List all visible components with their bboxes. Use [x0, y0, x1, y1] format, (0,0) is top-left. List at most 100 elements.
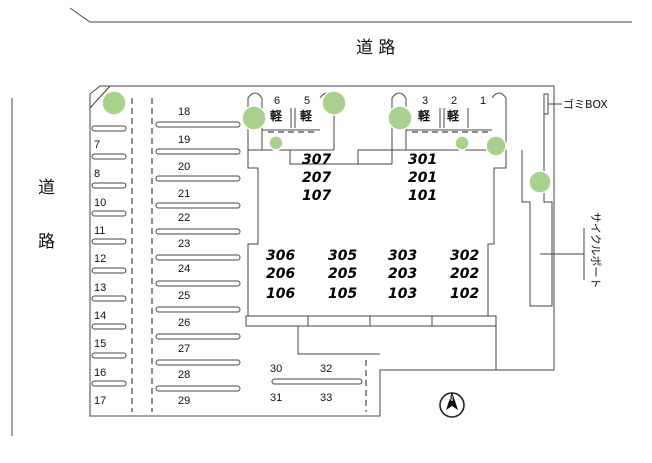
slot-8[interactable]: 8 [94, 168, 100, 180]
parking-divider [91, 267, 127, 274]
parking-divider [91, 352, 127, 359]
tree-icon [387, 105, 413, 131]
slot-12[interactable]: 12 [94, 253, 106, 265]
unit-group-306: 306 206 106 [266, 248, 295, 302]
kei-slot-5[interactable]: 5 [304, 95, 310, 107]
tree-icon [268, 135, 284, 151]
left-road-label-1: 道 [38, 178, 55, 198]
unit-307[interactable]: 307 [302, 152, 331, 168]
slot-24[interactable]: 24 [178, 263, 190, 275]
parking-divider [155, 202, 241, 209]
unit-group-305: 305 205 105 [328, 248, 357, 302]
slot-29[interactable]: 29 [178, 395, 190, 407]
parking-divider [91, 125, 127, 132]
right-parking-bars [155, 121, 241, 392]
parking-divider [91, 210, 127, 217]
unit-group-307: 307 207 107 [302, 152, 331, 204]
parking-divider [155, 385, 241, 392]
slot-7[interactable]: 7 [94, 139, 100, 151]
unit-105[interactable]: 105 [328, 286, 357, 302]
tree-icon [454, 135, 470, 151]
kei-label-3: 軽 [418, 108, 431, 123]
top-road-edge [69, 7, 632, 23]
parking-divider [91, 238, 127, 245]
parking-divider [155, 280, 241, 287]
slot-30[interactable]: 30 [270, 363, 282, 375]
parking-divider [91, 323, 127, 330]
unit-group-302: 302 202 102 [450, 248, 479, 302]
unit-206[interactable]: 206 [266, 266, 295, 282]
kei-label-5: 軽 [300, 108, 313, 123]
slot-16[interactable]: 16 [94, 367, 106, 379]
unit-106[interactable]: 106 [266, 286, 295, 302]
slot-32[interactable]: 32 [320, 363, 332, 375]
parking-divider [155, 254, 241, 261]
slot-11[interactable]: 11 [94, 225, 105, 237]
cycle-port-label: サイクルポート [589, 212, 602, 288]
slot-22[interactable]: 22 [178, 212, 190, 224]
parking-divider [91, 182, 127, 189]
unit-107[interactable]: 107 [302, 188, 331, 204]
parking-divider [91, 295, 127, 302]
lower-lot-bar [271, 378, 363, 385]
kei-bay-left [247, 92, 335, 151]
slot-13[interactable]: 13 [94, 282, 106, 294]
slot-20[interactable]: 20 [178, 161, 190, 173]
parking-divider [155, 148, 241, 155]
building-balcony [245, 315, 497, 327]
kei-slot-1[interactable]: 1 [480, 95, 486, 107]
garbage-box-label: ゴミBOX [563, 97, 608, 111]
unit-101[interactable]: 101 [408, 188, 437, 204]
parking-divider [155, 359, 241, 366]
slot-19[interactable]: 19 [178, 134, 190, 146]
unit-207[interactable]: 207 [302, 170, 331, 186]
slot-31[interactable]: 31 [270, 392, 282, 404]
parking-divider [155, 175, 241, 182]
parking-divider [155, 228, 241, 235]
slot-27[interactable]: 27 [178, 343, 190, 355]
unit-205[interactable]: 205 [328, 266, 357, 282]
slot-21[interactable]: 21 [178, 188, 190, 200]
unit-201[interactable]: 201 [408, 170, 437, 186]
kei-slot-3[interactable]: 3 [422, 95, 428, 107]
parking-divider [91, 153, 127, 160]
unit-306[interactable]: 306 [266, 248, 295, 264]
left-road-label-2: 路 [38, 232, 55, 252]
compass-icon: N [439, 392, 465, 418]
right-path [521, 93, 553, 307]
unit-301[interactable]: 301 [408, 152, 437, 168]
parking-divider [155, 306, 241, 313]
unit-203[interactable]: 203 [388, 266, 417, 282]
parking-divider [155, 121, 241, 128]
unit-group-303: 303 203 103 [388, 248, 417, 302]
kei-slot-6[interactable]: 6 [274, 95, 280, 107]
slot-17[interactable]: 17 [94, 395, 106, 407]
kei-slot-2[interactable]: 2 [451, 95, 457, 107]
parking-divider [155, 333, 241, 340]
left-parking-bars [91, 125, 127, 387]
tree-icon [101, 90, 127, 116]
slot-18[interactable]: 18 [178, 106, 190, 118]
kei-bay-right-divider [439, 108, 469, 128]
tree-icon [528, 170, 552, 194]
unit-202[interactable]: 202 [450, 266, 479, 282]
unit-302[interactable]: 302 [450, 248, 479, 264]
unit-303[interactable]: 303 [388, 248, 417, 264]
slot-15[interactable]: 15 [94, 338, 106, 350]
slot-28[interactable]: 28 [178, 369, 190, 381]
slot-33[interactable]: 33 [320, 392, 332, 404]
slot-14[interactable]: 14 [94, 310, 106, 322]
slot-25[interactable]: 25 [178, 290, 190, 302]
unit-102[interactable]: 102 [450, 286, 479, 302]
site-outline [89, 85, 555, 417]
tree-icon [485, 135, 507, 157]
unit-103[interactable]: 103 [388, 286, 417, 302]
top-entry-line [89, 85, 111, 109]
slot-10[interactable]: 10 [94, 197, 106, 209]
building-outline [247, 149, 507, 317]
slot-23[interactable]: 23 [178, 238, 190, 250]
slot-26[interactable]: 26 [178, 317, 190, 329]
unit-305[interactable]: 305 [328, 248, 357, 264]
kei-bay-right [391, 92, 507, 151]
